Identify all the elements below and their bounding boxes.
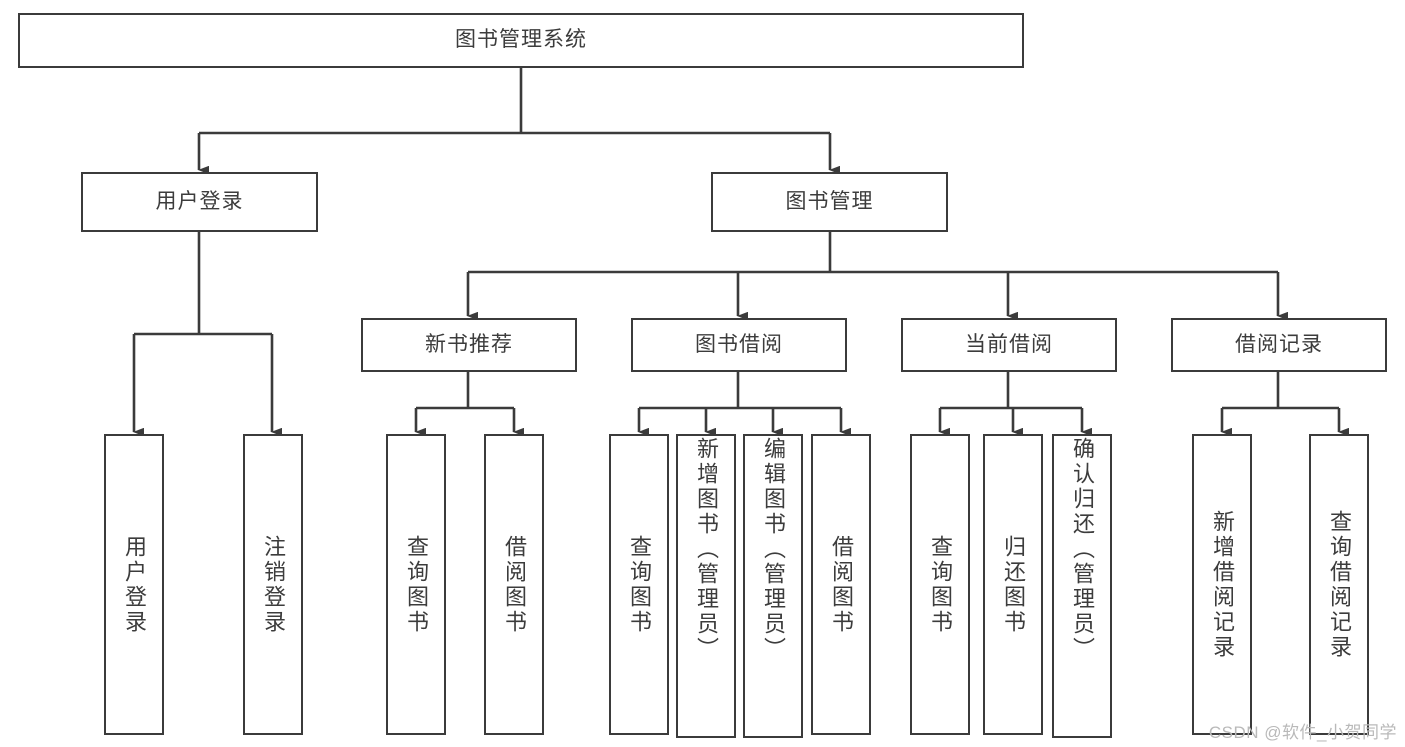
node-label-leaf-return-book: 归还图书 — [1001, 534, 1026, 635]
connector-group — [132, 68, 1349, 437]
node-new-book-recommend[interactable]: 新书推荐 — [361, 318, 577, 372]
node-label-root: 图书管理系统 — [455, 28, 587, 52]
node-leaf-add-book[interactable]: 新增图书（管理员） — [676, 434, 736, 738]
node-label-book-borrow: 图书借阅 — [695, 332, 783, 356]
node-leaf-borrow-book-2[interactable]: 借阅图书 — [811, 434, 871, 735]
node-leaf-confirm-return[interactable]: 确认归还（管理员） — [1052, 434, 1112, 738]
node-label-leaf-confirm-return: 确认归还（管理员） — [1070, 437, 1095, 662]
node-leaf-borrow-book-1[interactable]: 借阅图书 — [484, 434, 544, 735]
node-label-leaf-edit-book: 编辑图书（管理员） — [761, 437, 786, 662]
node-label-leaf-user-login: 用户登录 — [122, 534, 147, 635]
node-leaf-query-book-3[interactable]: 查询图书 — [910, 434, 970, 735]
node-leaf-edit-book[interactable]: 编辑图书（管理员） — [743, 434, 803, 738]
node-label-leaf-add-record: 新增借阅记录 — [1210, 509, 1235, 660]
node-root[interactable]: 图书管理系统 — [18, 13, 1024, 68]
node-leaf-add-record[interactable]: 新增借阅记录 — [1192, 434, 1252, 735]
node-label-leaf-user-logout: 注销登录 — [261, 534, 286, 635]
node-label-leaf-query-book-3: 查询图书 — [928, 534, 953, 635]
node-label-leaf-add-book: 新增图书（管理员） — [694, 437, 719, 662]
node-label-current-borrow: 当前借阅 — [965, 332, 1053, 356]
node-leaf-return-book[interactable]: 归还图书 — [983, 434, 1043, 735]
node-leaf-query-book-1[interactable]: 查询图书 — [386, 434, 446, 735]
node-current-borrow[interactable]: 当前借阅 — [901, 318, 1117, 372]
node-leaf-user-login[interactable]: 用户登录 — [104, 434, 164, 735]
node-borrow-record[interactable]: 借阅记录 — [1171, 318, 1387, 372]
node-label-book-manage: 图书管理 — [785, 189, 874, 213]
node-label-leaf-query-record: 查询借阅记录 — [1327, 509, 1352, 660]
node-label-leaf-borrow-book-2: 借阅图书 — [829, 534, 854, 635]
node-label-leaf-query-book-1: 查询图书 — [404, 534, 429, 635]
node-leaf-query-record[interactable]: 查询借阅记录 — [1309, 434, 1369, 735]
node-label-new-book-recommend: 新书推荐 — [425, 332, 513, 356]
node-label-leaf-borrow-book-1: 借阅图书 — [502, 534, 527, 635]
node-book-borrow[interactable]: 图书借阅 — [631, 318, 847, 372]
node-leaf-query-book-2[interactable]: 查询图书 — [609, 434, 669, 735]
node-leaf-user-logout[interactable]: 注销登录 — [243, 434, 303, 735]
node-book-manage[interactable]: 图书管理 — [711, 172, 948, 232]
node-label-leaf-query-book-2: 查询图书 — [627, 534, 652, 635]
node-user-login[interactable]: 用户登录 — [81, 172, 318, 232]
watermark-text: CSDN @软件_小贺同学 — [1208, 723, 1397, 742]
node-label-borrow-record: 借阅记录 — [1235, 332, 1323, 356]
node-label-user-login: 用户登录 — [155, 189, 244, 213]
